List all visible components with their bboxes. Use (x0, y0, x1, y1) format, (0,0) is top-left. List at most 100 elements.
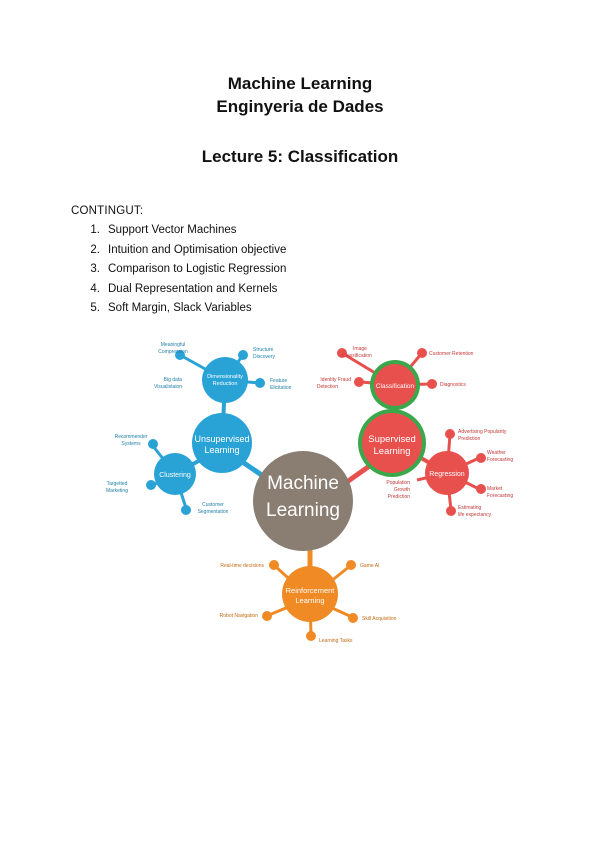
supervised-learning-label: Learning (374, 446, 411, 457)
leaf-label: Prediction (388, 494, 410, 500)
leaf-label: Forecasting (487, 493, 513, 499)
list-item: 5. Soft Margin, Slack Variables (71, 299, 286, 319)
leaf-label: Discovery (253, 354, 275, 360)
leaf-label: Learning Tasks (319, 638, 353, 644)
leaf-label: Classification (342, 353, 372, 359)
leaf-label: Diagnostics (440, 382, 466, 388)
leaf-label: Robot Navigation (220, 613, 259, 619)
leaf-label: Game AI (360, 563, 379, 569)
machine-learning-label: Learning (266, 500, 340, 521)
unsupervised-learning-label: Learning (204, 445, 239, 455)
leaf-dot (255, 378, 265, 388)
leaf-label: Forecasting (487, 457, 513, 463)
leaf-dot (346, 560, 356, 570)
lecture-title: Lecture 5: Classification (201, 147, 399, 166)
leaf-dot (446, 506, 456, 516)
leaf-label: Real-time decisions (220, 563, 264, 569)
leaf-label: Recommender (115, 434, 148, 440)
leaf-dot (354, 377, 364, 387)
leaf-label: Meaningful (161, 342, 185, 348)
document-title: Machine Learning (227, 74, 373, 93)
reinforcement-learning-node (282, 566, 338, 622)
contents-list: 1. Support Vector Machines 2. Intuition an… (71, 221, 286, 319)
list-item-number: 4. (90, 282, 100, 295)
list-item-number: 1. (90, 224, 100, 236)
leaf-dot (306, 631, 316, 641)
list-item-number: 3. (90, 263, 100, 275)
classification-node (374, 364, 416, 406)
regression-label: Regression (429, 471, 465, 478)
reinforcement-learning-label: Reinforcement (286, 586, 336, 595)
center-hub: Machine Learning (253, 451, 353, 551)
leaf-label: Customer (202, 502, 224, 508)
leaf-label: Feature (270, 378, 287, 384)
list-item-text: Soft Margin, Slack Variables (108, 302, 252, 314)
leaf-label: Market (487, 486, 503, 492)
leaf-label: Prediction (458, 436, 480, 442)
leaf-dot (337, 348, 347, 358)
leaf-dot (427, 379, 437, 389)
leaf-label: Estimating (458, 505, 482, 511)
leaf-label: Detection (317, 384, 338, 390)
leaf-label: Segmentation (198, 509, 229, 515)
leaf-label: Advertising Popularity (458, 429, 507, 435)
contents-heading: CONTINGUT: (71, 205, 144, 217)
list-item-text: Intuition and Optimisation objective (108, 243, 287, 256)
leaf-label: Weather (487, 450, 506, 456)
classification-label: Classification (376, 383, 415, 390)
leaf-label: Targetted (107, 481, 128, 487)
supervised-learning-node (362, 413, 422, 473)
leaf-label: Compression (158, 349, 188, 355)
unsupervised-learning-node (192, 413, 252, 473)
leaf-label: Systems (121, 441, 141, 447)
leaf-label: Structure (253, 347, 274, 353)
leaf-label: Elicitation (270, 385, 292, 391)
list-item-text: Support Vector Machines (108, 224, 237, 236)
unsupervised-learning-label: Unsupervised (194, 434, 249, 444)
leaf-label: Population (386, 480, 410, 486)
list-item: 2. Intuition and Optimisation objective (71, 241, 286, 261)
dimensionality-reduction-label: Dimensionality (207, 374, 243, 380)
machine-learning-label: Machine (267, 473, 339, 494)
machine-learning-diagram: Dimensionality Reduction Clustering Unsu… (106, 342, 513, 644)
leaf-dot (175, 350, 185, 360)
dimensionality-reduction-node (202, 357, 248, 403)
leaf-dot (146, 480, 156, 490)
leaf-dot (238, 350, 248, 360)
unsupervised-branch: Dimensionality Reduction Clustering Unsu… (106, 342, 312, 515)
clustering-label: Clustering (159, 472, 191, 479)
leaf-label: Visualistaion (154, 384, 182, 390)
list-item: 3. Comparison to Logistic Regression (71, 260, 286, 280)
supervised-learning-label: Supervised (368, 434, 416, 445)
list-item-text: Comparison to Logistic Regression (108, 263, 287, 275)
list-item: 1. Support Vector Machines (71, 221, 286, 241)
leaf-dot (348, 613, 358, 623)
leaf-dot (269, 560, 279, 570)
leaf-label: Identity Fraud (320, 377, 351, 383)
leaf-label: Growth (394, 487, 410, 493)
leaf-dot (417, 348, 427, 358)
reinforcement-branch: Reinforcement Learning Real-time decisio… (220, 508, 397, 644)
leaf-label: Customer Retention (429, 351, 474, 357)
reinforcement-learning-label: Learning (295, 596, 324, 605)
leaf-label: Big data (164, 377, 183, 383)
list-item: 4. Dual Representation and Kernels (71, 280, 286, 300)
leaf-label: Marketing (106, 488, 128, 494)
leaf-dot (181, 505, 191, 515)
dimensionality-reduction-label: Reduction (213, 381, 238, 387)
leaf-dot (262, 611, 272, 621)
leaf-label: Skill Acquisition (362, 616, 397, 622)
leaf-dot (148, 439, 158, 449)
list-item-number: 2. (90, 243, 100, 256)
leaf-label: Image (353, 346, 367, 352)
list-item-number: 5. (90, 302, 100, 314)
list-item-text: Dual Representation and Kernels (108, 282, 278, 295)
leaf-dot (476, 453, 486, 463)
regression-node (425, 451, 469, 495)
leaf-dot (476, 484, 486, 494)
clustering-node (154, 453, 196, 495)
machine-learning-node (253, 451, 353, 551)
leaf-dot (445, 429, 455, 439)
leaf-label: life expectancy (458, 512, 492, 518)
document-subtitle: Enginyeria de Dades (216, 97, 384, 116)
